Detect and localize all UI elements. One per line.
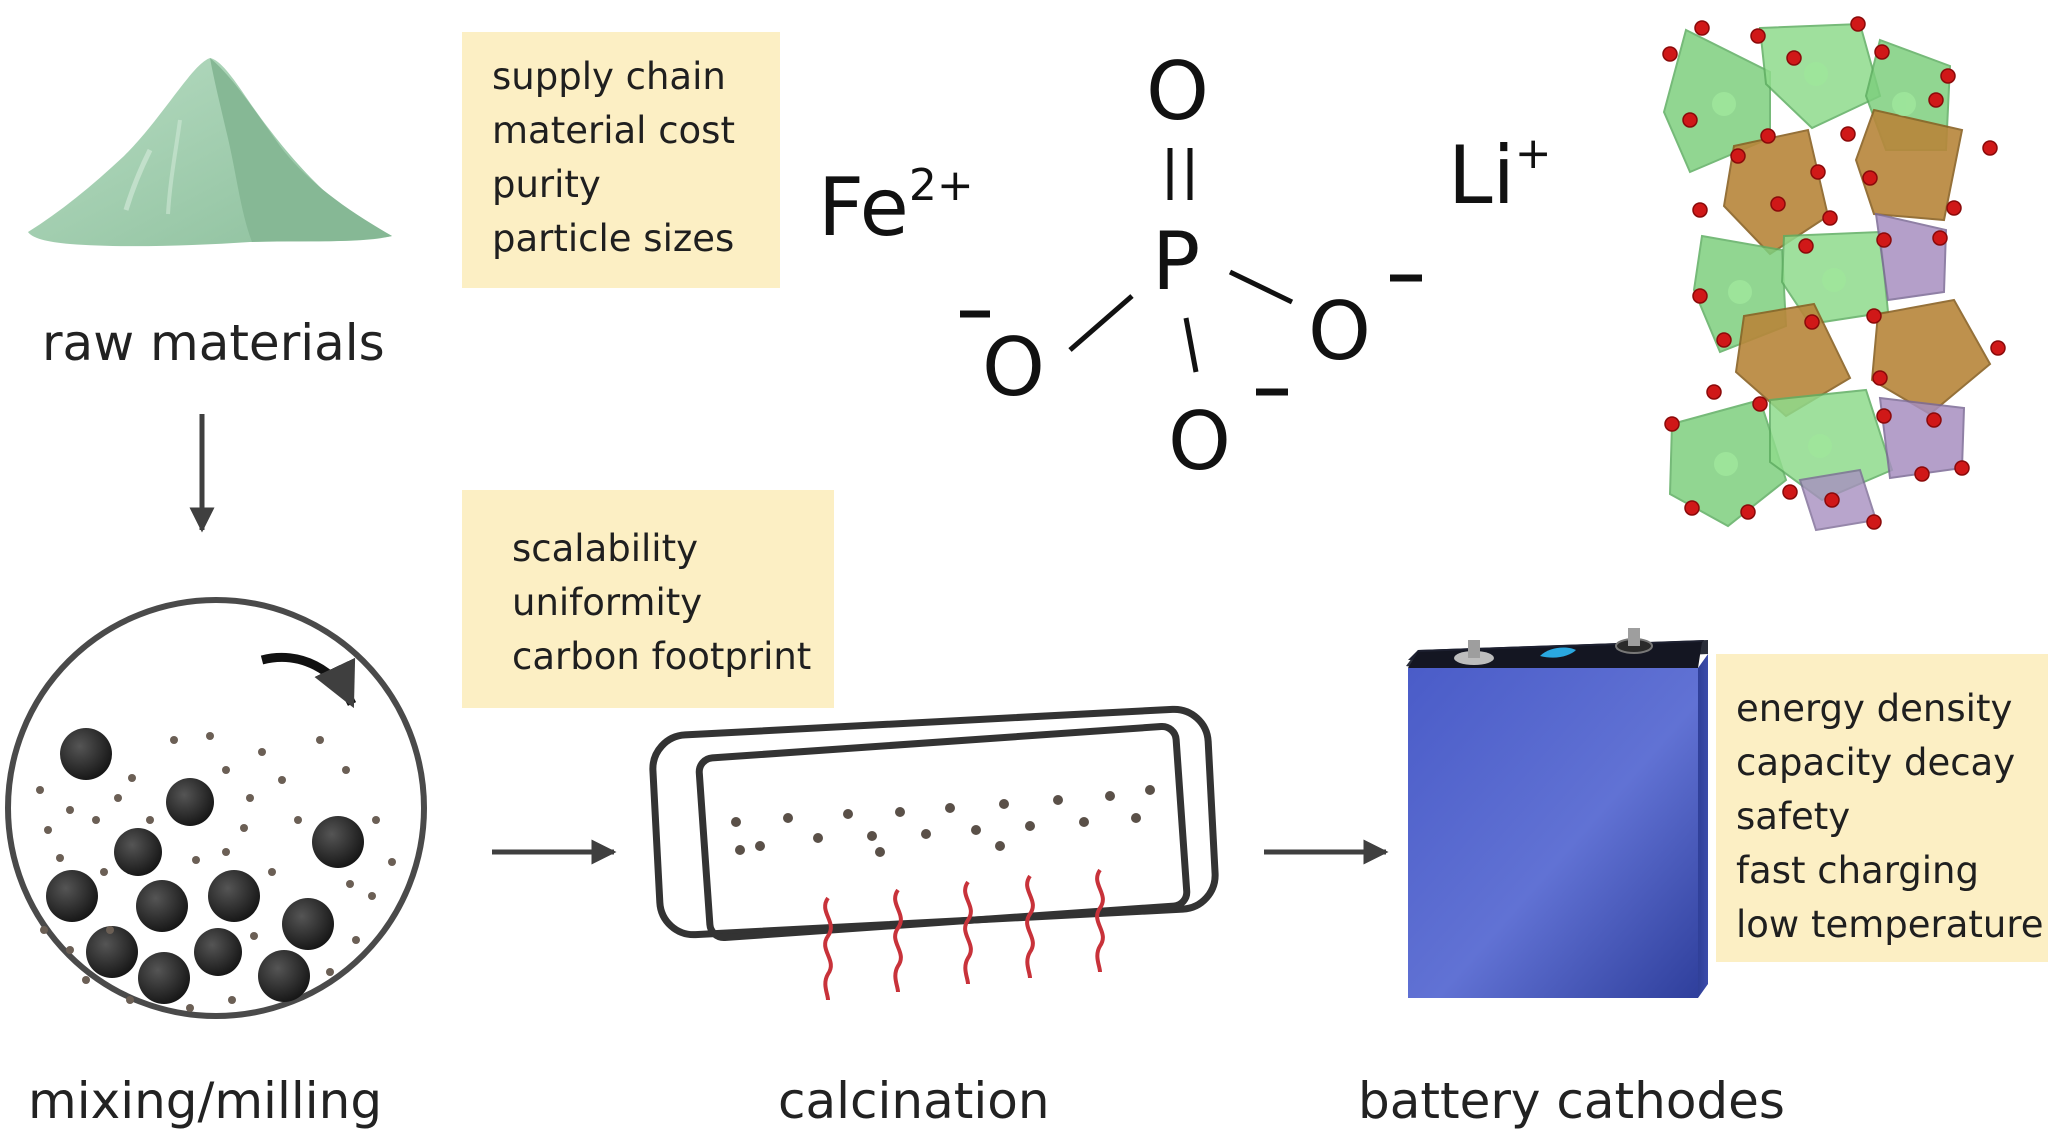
phosphate-oxygen-bottom: O [1168,395,1231,488]
ball-mill-icon [5,597,427,1019]
stage-label-raw-materials: raw materials [42,314,385,372]
phosphate-charges [960,274,1422,396]
note-line: particle sizes [492,217,735,260]
phosphate-phosphorus: P [1152,215,1201,308]
note-line: supply chain [492,55,726,98]
lithium-symbol: Li [1448,129,1515,222]
note-line: carbon footprint [512,635,812,678]
powder-pile-icon [28,58,392,247]
processing-notes: scalability uniformity carbon footprint [462,490,834,708]
stage-label-battery-cathodes: battery cathodes [1358,1072,1785,1130]
raw-materials-notes: supply chain material cost purity partic… [462,32,780,288]
lithium-ion: Li+ [1448,132,1552,216]
battery-notes: energy density capacity decay safety fas… [1716,654,2048,962]
iron-ion: Fe2+ [818,164,974,248]
note-line: safety [1736,795,1851,838]
prismatic-cell-icon [1406,628,1708,998]
note-line: capacity decay [1736,741,2016,784]
phosphate-oxygen-right: O [1308,285,1371,378]
olivine-crystal-structure-icon [1662,16,2006,532]
note-line: scalability [512,527,698,570]
furnace-icon [649,705,1219,1001]
note-line: uniformity [512,581,703,624]
stage-label-mixing-milling: mixing/milling [28,1072,383,1130]
note-line: fast charging [1736,849,1979,892]
phosphate-oxygen-double: O [1146,45,1209,138]
heat-waves [823,868,1105,1001]
iron-symbol: Fe [818,161,909,254]
note-line: low temperature [1736,903,2044,946]
note-line: material cost [492,109,735,152]
stage-label-calcination: calcination [778,1072,1050,1130]
lithium-charge: + [1514,128,1552,179]
note-line: purity [492,163,601,206]
phosphate-bonds [1068,148,1294,373]
phosphate-oxygen-left: O [982,321,1045,414]
note-line: energy density [1736,687,2013,730]
iron-charge: 2+ [908,160,974,211]
